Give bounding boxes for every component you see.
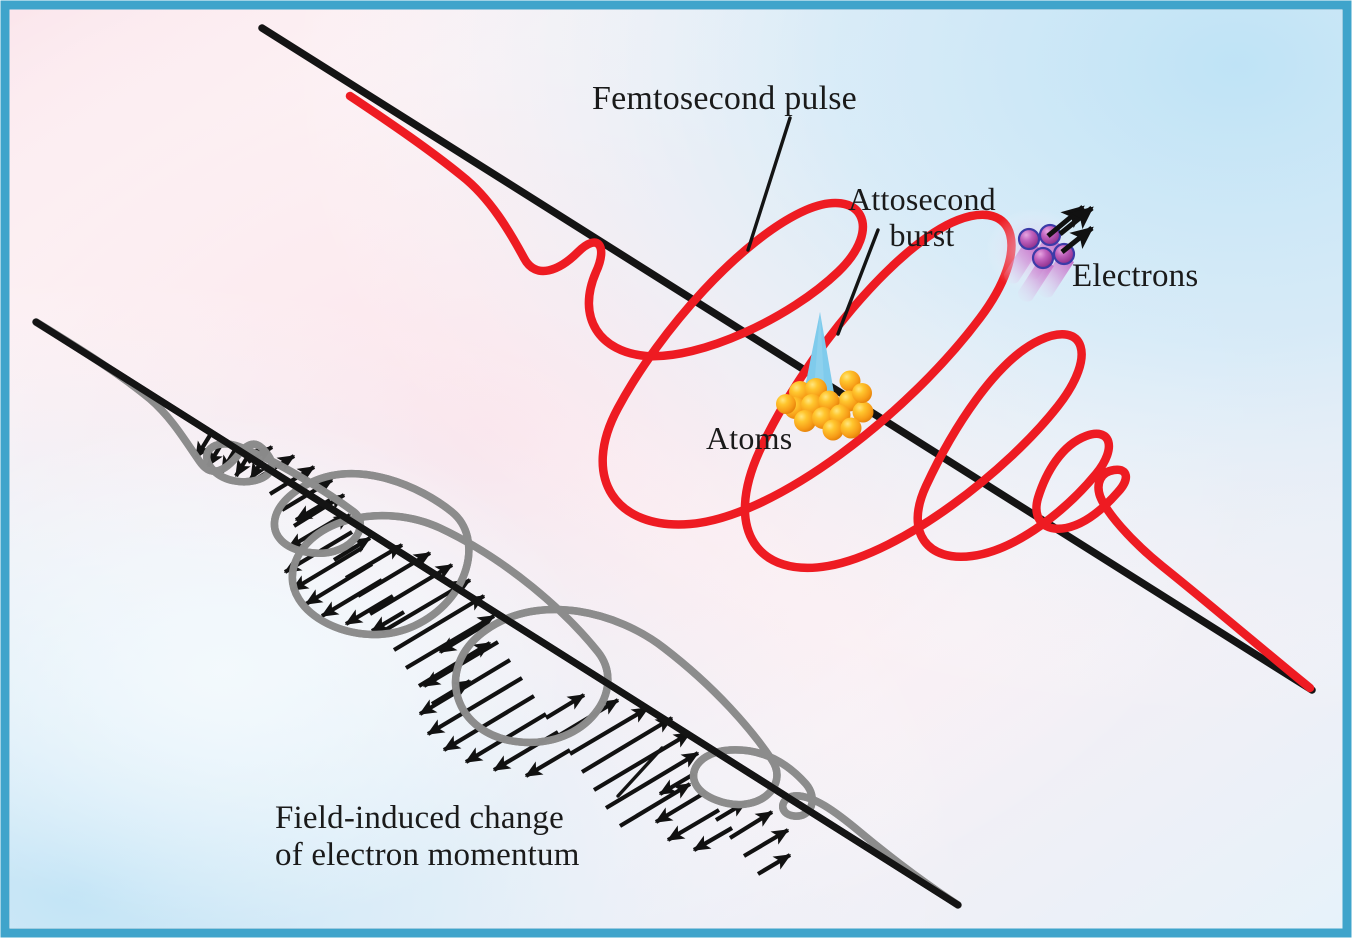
femtosecond-pulse-axis [258, 24, 1316, 694]
momentum-arrows [194, 430, 792, 876]
electron-momentum-axis-top [32, 318, 962, 909]
leader-attosecond [836, 228, 880, 336]
femtosecond-pulse-group [258, 24, 1316, 694]
electrons-cluster [986, 205, 1094, 302]
atoms-cluster [776, 370, 874, 441]
leader-lines [616, 116, 880, 798]
leader-femtosecond [746, 116, 792, 252]
electron-momentum-wave-overlay [32, 318, 962, 909]
leader-field [616, 746, 664, 798]
electron-arrows [1046, 205, 1094, 254]
femtosecond-pulse-wave [345, 91, 1315, 693]
